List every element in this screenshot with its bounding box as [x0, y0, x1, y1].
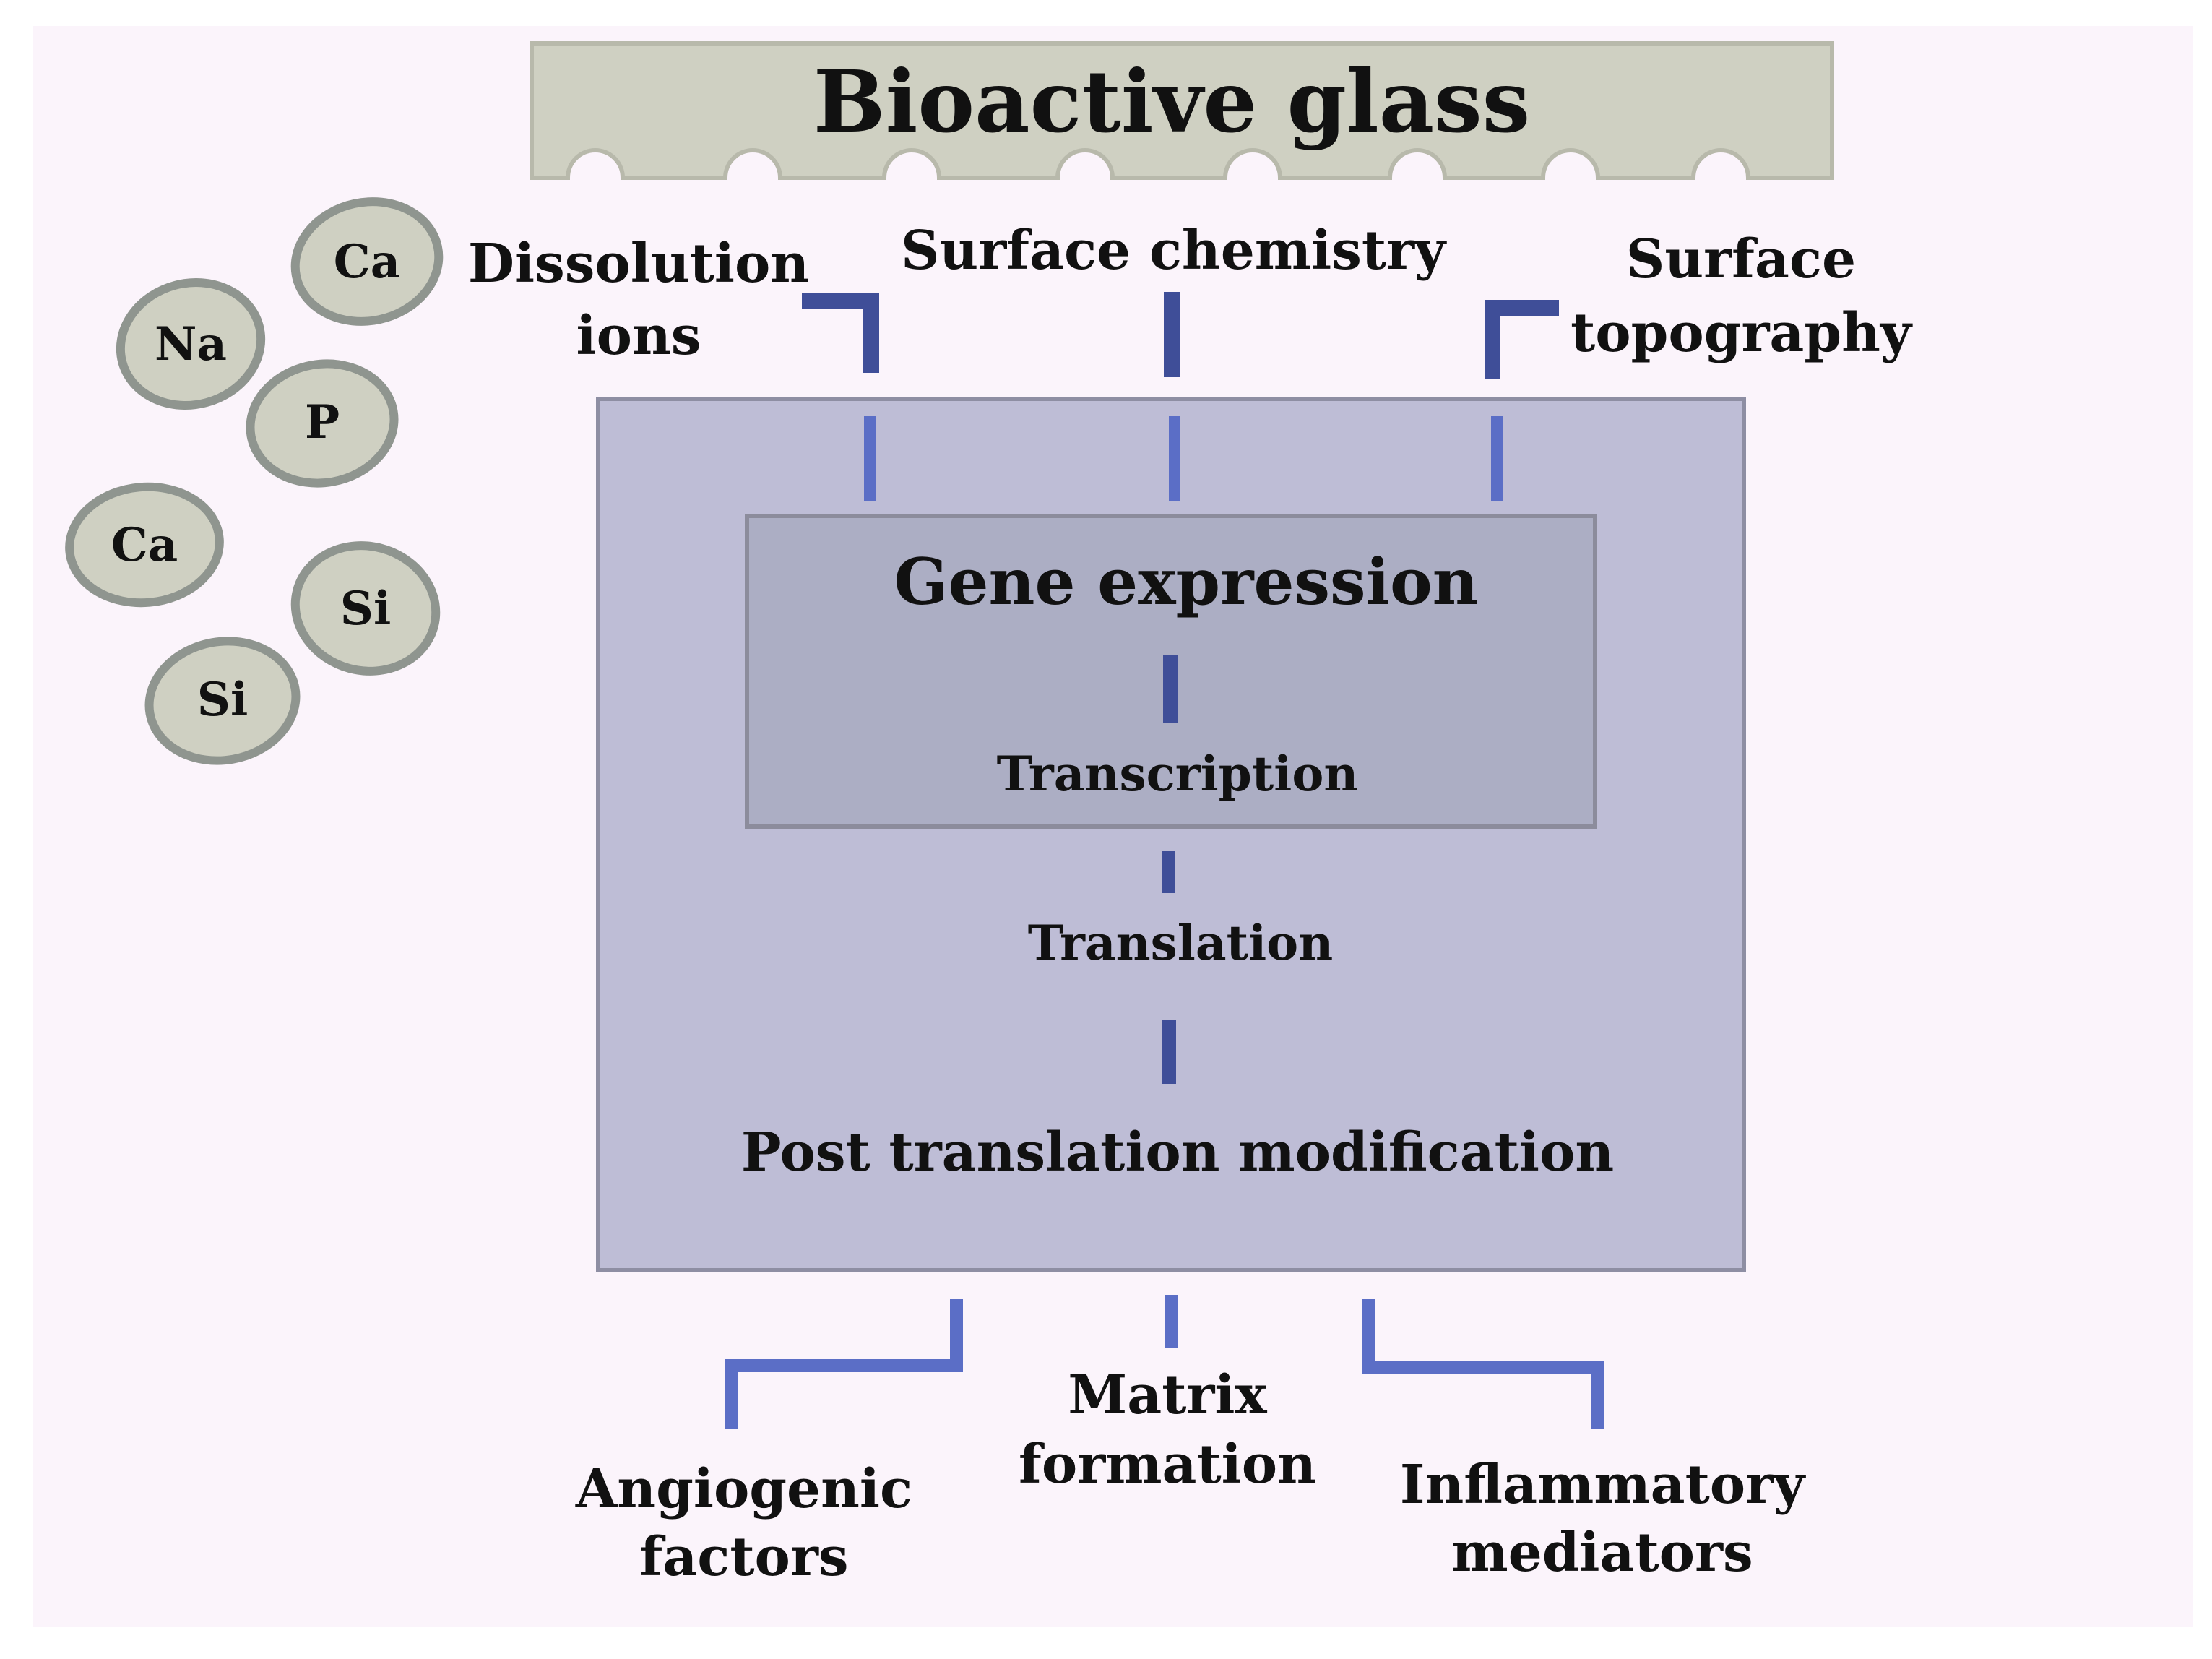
surface-topography-label-line2: topography — [1571, 302, 1913, 364]
dissolution-connector — [802, 293, 879, 373]
ion-label: Ca — [111, 518, 178, 572]
bioactive-glass-title: Bioactive glass — [813, 51, 1530, 152]
inflammatory-mediators-label-line2: mediators — [1451, 1522, 1753, 1584]
ion-particle — [246, 359, 399, 488]
ion-particle — [290, 197, 444, 326]
inflammatory-connector — [1362, 1299, 1604, 1429]
post-translation-label: Post translation modification — [741, 1121, 1614, 1184]
ion-particle — [290, 541, 441, 676]
transcription-label: Transcription — [997, 746, 1359, 802]
dissolution-ions-label-line2: ions — [576, 305, 701, 367]
ion-label: Si — [197, 673, 249, 727]
ion-particle — [65, 482, 224, 608]
inflammatory-mediators-label-line1: Inflammatory — [1400, 1454, 1806, 1516]
ion-label: P — [305, 395, 340, 449]
angiogenic-connector — [725, 1299, 963, 1429]
angiogenic-factors-label-line2: factors — [639, 1526, 848, 1588]
ion-label: Si — [340, 582, 392, 636]
matrix-formation-label-line2: formation — [1019, 1434, 1316, 1496]
dissolution-ions-label-line1: Dissolution — [468, 233, 809, 295]
translation-label: Translation — [1028, 915, 1333, 971]
ion-particles: Ca Na P Ca Si Si — [65, 197, 444, 765]
topography-connector — [1485, 300, 1559, 379]
surface-topography-label-line1: Surface — [1626, 228, 1856, 290]
bioactive-glass-bar — [530, 41, 1834, 180]
angiogenic-factors-label-line1: Angiogenic — [575, 1458, 912, 1520]
ion-label: Na — [155, 317, 227, 371]
ion-label: Ca — [334, 235, 400, 289]
surface-chemistry-label: Surface chemistry — [901, 220, 1447, 282]
ion-particle — [144, 637, 301, 765]
ion-particle — [116, 277, 266, 410]
matrix-formation-label-line1: Matrix — [1068, 1364, 1267, 1426]
gene-expression-title: Gene expression — [894, 544, 1478, 619]
